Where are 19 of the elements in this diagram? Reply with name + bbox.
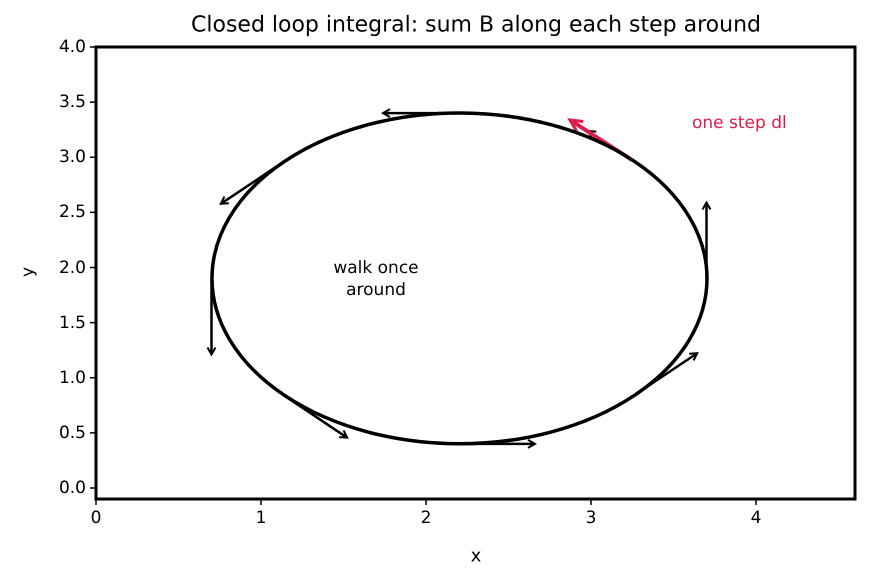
axis-label: y — [18, 266, 38, 278]
tick-label: 3.5 — [58, 92, 86, 112]
loop-text: walk once around — [332, 256, 420, 301]
tick-label: 3.0 — [58, 147, 86, 168]
tick-label: 2.0 — [58, 258, 86, 278]
tick-label: 4.0 — [58, 37, 86, 57]
tick-label: 2 — [420, 508, 432, 528]
tick-label: 1.0 — [58, 368, 86, 388]
tick-label: 1 — [256, 508, 266, 528]
tick-label: 2.5 — [58, 202, 86, 222]
chart-title: Closed loop integral: sum B along each step around — [191, 12, 761, 38]
tick-label: 1.5 — [58, 312, 86, 333]
tick-label: 0.0 — [58, 478, 86, 498]
tick-label: 0 — [90, 508, 102, 528]
tick-label: 0.5 — [58, 422, 86, 443]
tick-label: 4 — [750, 508, 762, 528]
axis-label: x — [470, 546, 482, 566]
tick-label: 3 — [586, 508, 596, 528]
annotation-text: one step dl — [692, 113, 787, 133]
